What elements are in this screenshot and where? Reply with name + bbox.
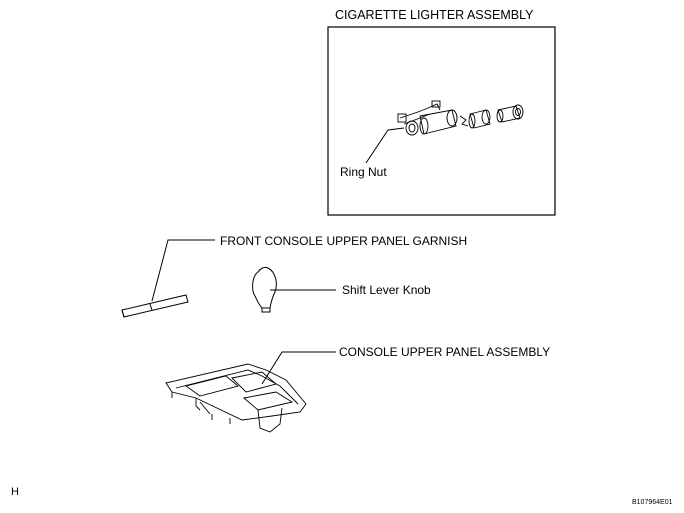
figure-id: B107964E01 — [632, 499, 673, 506]
ring-nut-leader — [365, 127, 405, 164]
cigarette-lighter-assembly-label: CIGARETTE LIGHTER ASSEMBLY — [335, 8, 534, 22]
lighter-inset-frame — [327, 26, 556, 216]
ring-nut-label: Ring Nut — [340, 165, 387, 179]
shift-lever-knob-drawing — [252, 266, 277, 313]
cigarette-lighter-assembly-drawing — [397, 100, 524, 136]
console-upper-panel-drawing — [165, 363, 307, 433]
console-upper-panel-assembly-label: CONSOLE UPPER PANEL ASSEMBLY — [339, 345, 551, 359]
console-panel-leader — [261, 351, 336, 385]
footer-left-code: H — [11, 486, 19, 498]
garnish-leader — [151, 239, 215, 302]
front-console-garnish-drawing — [121, 294, 189, 318]
front-console-upper-panel-garnish-label: FRONT CONSOLE UPPER PANEL GARNISH — [220, 234, 468, 248]
shift-lever-knob-label: Shift Lever Knob — [342, 283, 431, 297]
